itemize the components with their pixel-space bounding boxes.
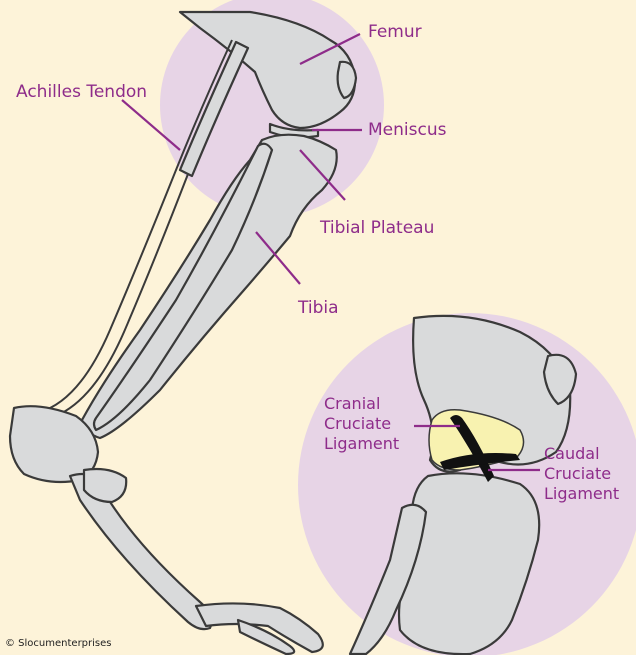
caudal-cruciate-label-line1: Caudal bbox=[544, 444, 600, 463]
cranial-cruciate-label-line3: Ligament bbox=[324, 434, 399, 453]
tarsal-joint bbox=[84, 469, 126, 502]
cranial-cruciate-label-line2: Cruciate bbox=[324, 414, 391, 433]
tibial-plateau-label: Tibial Plateau bbox=[320, 218, 434, 238]
cranial-cruciate-label-line1: Cranial bbox=[324, 394, 380, 413]
meniscus-label: Meniscus bbox=[368, 120, 446, 140]
caudal-cruciate-label-line2: Cruciate bbox=[544, 464, 611, 483]
copyright-credit: © Slocumenterprises bbox=[5, 638, 111, 649]
achilles-tendon-label: Achilles Tendon bbox=[16, 82, 147, 102]
femur-label: Femur bbox=[368, 22, 422, 42]
tibia-label: Tibia bbox=[298, 298, 339, 318]
caudal-cruciate-label-line3: Ligament bbox=[544, 484, 619, 503]
